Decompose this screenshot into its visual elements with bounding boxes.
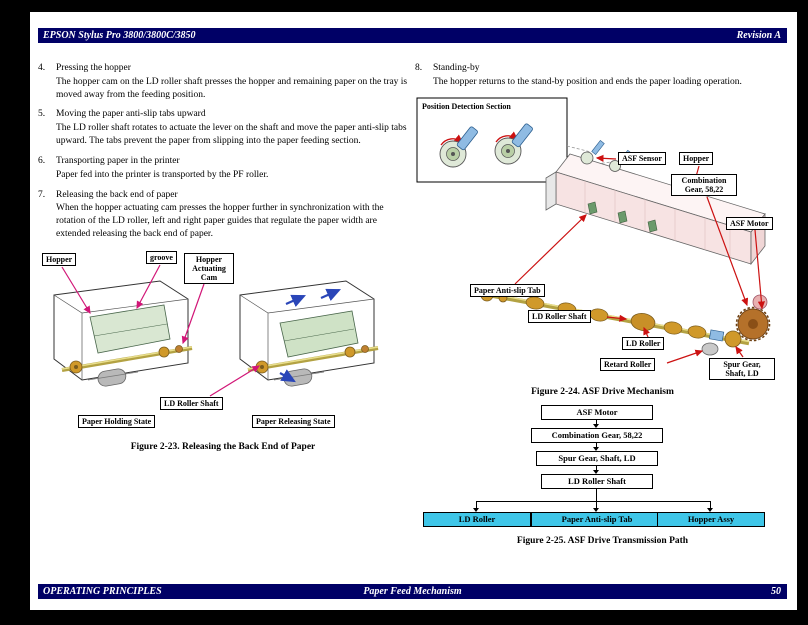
flow-box-asf-motor: ASF Motor <box>541 404 653 420</box>
header-revision: Revision A <box>736 30 781 41</box>
label-hopper: Hopper <box>679 151 714 165</box>
label-asf-sensor: ASF Sensor <box>618 151 666 165</box>
flow-arrowhead <box>593 507 599 512</box>
figure-2-25-flowchart: ASF Motor Combination Gear, 58,22 Spur G… <box>415 404 790 531</box>
flow-box-paper-anti-slip-tab: Paper Anti-slip Tab <box>531 511 663 527</box>
item-body: The hopper returns to the stand-by posit… <box>433 76 742 87</box>
flow-box-ld-roller: LD Roller <box>423 511 531 527</box>
item-title: Moving the paper anti-slip tabs upward <box>56 109 206 120</box>
list-item-4: 4. Pressing the hopper The hopper cam on… <box>38 62 408 101</box>
label-groove: groove <box>146 250 177 264</box>
flow-connector <box>596 500 597 508</box>
footer-bar: OPERATING PRINCIPLES Paper Feed Mechanis… <box>38 584 787 599</box>
position-detection-inset <box>416 97 568 183</box>
figure-2-23-caption: Figure 2-23. Releasing the Back End of P… <box>130 441 316 452</box>
label-asf-motor: ASF Motor <box>726 216 773 230</box>
label-retard-roller: Retard Roller <box>600 357 656 371</box>
list-item-5: 5. Moving the paper anti-slip tabs upwar… <box>38 108 408 147</box>
detection-gear-2 <box>494 123 533 165</box>
item-title: Releasing the back end of paper <box>56 189 178 200</box>
figure-2-23-illustration <box>53 264 379 397</box>
flow-box-combination-gear: Combination Gear, 58,22 <box>531 427 663 443</box>
flow-arrowhead <box>473 507 479 512</box>
label-combination-gear: Combination Gear, 58,22 <box>671 173 737 196</box>
item-title: Standing-by <box>433 63 480 73</box>
flow-box-hopper-assy: Hopper Assy <box>657 511 765 527</box>
holding-state-drawing <box>53 280 193 387</box>
item-number: 4. <box>38 63 46 73</box>
label-position-detection-section: Position Detection Section <box>422 101 511 111</box>
item-number: 5. <box>38 109 46 120</box>
flow-connector <box>476 500 477 508</box>
flow-connector <box>596 464 597 470</box>
label-paper-holding-state: Paper Holding State <box>78 414 156 428</box>
flow-connector <box>596 487 597 501</box>
figure-2-24-illustration <box>416 97 771 364</box>
label-ld-roller: LD Roller <box>622 336 665 350</box>
releasing-state-drawing <box>239 280 379 387</box>
left-column: 4. Pressing the hopper The hopper cam on… <box>38 62 408 452</box>
item-title: Transporting paper in the printer <box>56 155 180 166</box>
item-number: 8. <box>415 63 423 73</box>
figure-2-25-caption: Figure 2-25. ASF Drive Transmission Path <box>516 535 689 546</box>
right-column: 8. Standing-by The hopper returns to the… <box>415 62 790 546</box>
label-paper-anti-slip-tab: Paper Anti-slip Tab <box>470 283 545 297</box>
flow-arrowhead <box>593 469 599 474</box>
flow-arrowhead <box>593 446 599 451</box>
manual-page: EPSON Stylus Pro 3800/3800C/3850 Revisio… <box>30 12 797 610</box>
detection-gear-1 <box>439 126 478 168</box>
flow-arrowhead <box>593 423 599 428</box>
item-body: The LD roller shaft rotates to actuate t… <box>56 123 407 147</box>
footer-chapter: Paper Feed Mechanism <box>363 586 462 597</box>
item-body: Paper fed into the printer is transporte… <box>56 169 269 180</box>
label-hopper-actuating-cam: Hopper Actuating Cam <box>184 252 234 285</box>
list-item-6: 6. Transporting paper in the printer Pap… <box>38 155 408 182</box>
footer-section: OPERATING PRINCIPLES <box>43 586 162 597</box>
header-bar: EPSON Stylus Pro 3800/3800C/3850 Revisio… <box>38 28 787 43</box>
flow-connector <box>596 418 597 424</box>
footer-page-number: 50 <box>771 586 781 597</box>
item-title: Pressing the hopper <box>56 63 131 73</box>
header-title: EPSON Stylus Pro 3800/3800C/3850 <box>43 30 196 41</box>
label-ld-roller-shaft: LD Roller Shaft <box>528 309 591 323</box>
figure-2-24-caption: Figure 2-24. ASF Drive Mechanism <box>531 386 674 397</box>
figure-23-leader-arrows <box>61 264 261 397</box>
label-ld-roller-shaft: LD Roller Shaft <box>160 396 223 410</box>
flow-box-ld-roller-shaft: LD Roller Shaft <box>541 473 653 489</box>
label-hopper: Hopper <box>42 252 77 266</box>
item-number: 6. <box>38 155 46 166</box>
figure-2-23: Hopper groove Hopper Actuating Cam LD Ro… <box>38 250 400 437</box>
list-item-8: 8. Standing-by The hopper returns to the… <box>415 62 790 89</box>
item-body: The hopper cam on the LD roller shaft pr… <box>56 76 408 100</box>
flow-arrowhead <box>707 507 713 512</box>
label-paper-releasing-state: Paper Releasing State <box>252 414 335 428</box>
label-spur-gear-shaft-ld: Spur Gear, Shaft, LD <box>709 357 775 380</box>
flow-connector <box>596 441 597 447</box>
flow-branch-line <box>476 500 710 502</box>
flow-connector <box>710 500 711 508</box>
item-body: When the hopper actuating cam presses th… <box>56 203 384 239</box>
figure-2-24: Position Detection Section ASF Sensor Ho… <box>415 96 790 382</box>
item-number: 7. <box>38 189 46 200</box>
flow-box-spur-gear: Spur Gear, Shaft, LD <box>536 450 658 466</box>
list-item-7: 7. Releasing the back end of paper When … <box>38 189 408 241</box>
